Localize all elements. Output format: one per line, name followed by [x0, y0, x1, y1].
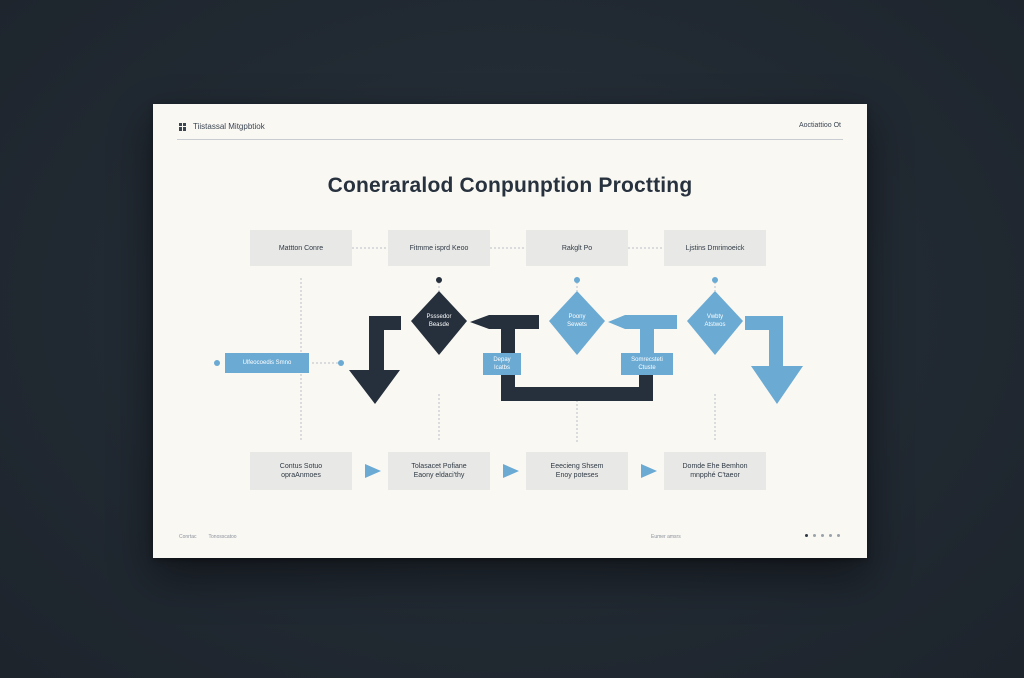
side-label: Ulfeocoedis Smno — [242, 360, 292, 366]
bottom-box-3 — [526, 452, 628, 490]
pager-dot[interactable] — [805, 534, 808, 537]
pager-dot[interactable] — [837, 534, 840, 537]
decision-1-line2: Beasde — [428, 322, 450, 328]
tag-2-line2: Ctuste — [638, 365, 656, 371]
bottom-4-line1: Domde Ehe Bemhon — [682, 463, 748, 470]
footer-mid: Eumer amsrs — [651, 534, 681, 540]
tag-2-line1: Somrecsteti — [631, 357, 663, 363]
header-divider — [177, 139, 843, 140]
bottom-box-4 — [664, 452, 766, 490]
blue-bar-top — [649, 315, 677, 329]
flow-diagram — [214, 230, 803, 490]
bottom-3-line2: Enoy poteses — [555, 472, 599, 479]
footer-left: Conrtac Tonosscatoo — [179, 534, 237, 540]
decision-label-1: Psssedor Beasde — [411, 309, 467, 333]
tag-label-2: Somrecsteti Ctuste — [621, 353, 673, 375]
tag-1 — [483, 353, 521, 375]
dot-dec-1 — [436, 277, 442, 283]
dark-down-arrow-left — [349, 316, 401, 404]
dot-side-left — [214, 360, 220, 366]
blue-stem — [640, 329, 654, 353]
logo-icon — [179, 122, 187, 131]
dot-dec-3 — [712, 277, 718, 283]
pager-dot[interactable] — [813, 534, 816, 537]
dot-dec-2 — [574, 277, 580, 283]
header-right-label: Aoctiattioo Ot — [798, 122, 841, 129]
bottom-1-line2: opraAnmoes — [281, 472, 321, 479]
decision-2-line1: Poony — [568, 314, 586, 320]
bottom-1-line1: Contus Sotuo — [279, 463, 323, 470]
header-left-label: Tiistassal Mitgpbtiok — [193, 122, 265, 131]
slide-header-left: Tiistassal Mitgpbtiok — [179, 122, 265, 131]
tag-label-1: Depay Icatbs — [483, 353, 521, 375]
dark-bar-top — [511, 315, 539, 329]
slide-pager — [805, 534, 840, 537]
bottom-box-2 — [388, 452, 490, 490]
decision-2-line2: Sewets — [567, 322, 587, 328]
top-box-1 — [250, 230, 352, 266]
decision-label-3: Vwbty Atstwos — [687, 309, 743, 333]
pager-dot[interactable] — [821, 534, 824, 537]
bottom-box-label-3: Eeecieng Shsem Enoy poteses — [526, 452, 628, 490]
bottom-box-label-4: Domde Ehe Bemhon mnpphé C'taeor — [664, 452, 766, 490]
decision-3-line2: Atstwos — [704, 322, 726, 328]
top-box-3 — [526, 230, 628, 266]
decision-diamond-2 — [549, 291, 605, 355]
dark-arrow-left-pointing — [470, 315, 515, 329]
chevron-right-icon — [641, 464, 657, 478]
bottom-box-label-2: Tolasacet Pofiane Eaony eldaci'thy — [388, 452, 490, 490]
tag-1-line1: Depay — [493, 357, 511, 363]
bottom-box-label-1: Contus Sotuo opraAnmoes — [250, 452, 352, 490]
chevron-right-icon — [503, 464, 519, 478]
blue-down-arrow-right — [745, 316, 803, 404]
decision-diamond-1 — [411, 291, 467, 355]
top-box-label-4: Ljstins Dmrimoeick — [685, 244, 745, 252]
top-box-label-2: Fitmme isprd Keoo — [409, 244, 469, 252]
diagram-title: Coneraralod Conpunption Proctting — [327, 174, 693, 197]
blue-arrow-left-pointing — [608, 315, 653, 329]
top-box-label-3: Rakglt Po — [561, 244, 593, 252]
top-box-4 — [664, 230, 766, 266]
dark-u-connector — [501, 329, 653, 401]
decision-3-line1: Vwbty — [706, 314, 724, 320]
pager-dot[interactable] — [829, 534, 832, 537]
decision-label-2: Poony Sewets — [549, 309, 605, 333]
tag-2 — [621, 353, 673, 375]
chevron-right-icon — [365, 464, 381, 478]
bottom-3-line1: Eeecieng Shsem — [550, 463, 604, 470]
dot-side-right — [338, 360, 344, 366]
decision-1-line1: Psssedor — [426, 314, 452, 320]
bottom-4-line2: mnpphé C'taeor — [690, 472, 740, 479]
footer-left-a: Conrtac — [179, 534, 197, 540]
decision-diamond-3 — [687, 291, 743, 355]
bottom-2-line1: Tolasacet Pofiane — [411, 463, 467, 470]
tag-1-line2: Icatbs — [493, 365, 510, 371]
footer-left-b: Tonosscatoo — [208, 534, 237, 540]
side-label-bar — [225, 353, 309, 373]
bottom-box-1 — [250, 452, 352, 490]
bottom-2-line2: Eaony eldaci'thy — [413, 472, 465, 479]
top-box-label-1: Mattton Conre — [278, 244, 324, 252]
slide: Tiistassal Mitgpbtiok Aoctiattioo Ot Con… — [153, 104, 867, 558]
top-box-2 — [388, 230, 490, 266]
